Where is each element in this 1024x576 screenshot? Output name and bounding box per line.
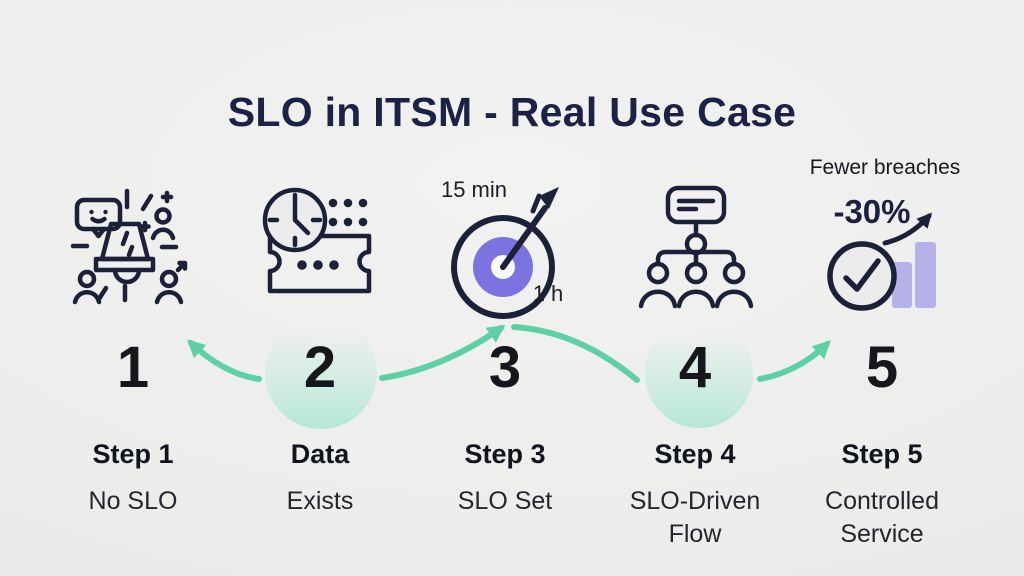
step-label: Step 5 [841,439,923,469]
step-number: 4 [678,335,712,400]
person-icon [159,269,179,289]
flow-curve-forward-arrow [757,340,831,382]
bar-chart-icon [892,262,912,308]
step-column-3: 3 Step 3 SLO Set [415,336,595,518]
flow-curve-fall [511,324,640,383]
page-title: SLO in ITSM - Real Use Case [227,89,797,135]
step-number: 3 [488,335,522,400]
org-chart-icon [638,185,754,309]
step-description: SLO-Driven Flow [629,487,761,548]
step-column-1: 1 Step 1 No SLO [43,336,223,518]
person-icon [77,269,97,289]
step-description: Exists [286,487,354,515]
trend-arrow-icon [882,212,933,246]
slo-target-upper: 15 min [440,177,508,202]
step-description: Controlled Service [825,487,939,548]
flow-curve-back-arrow [187,339,262,382]
clock-ticket-icon [262,187,372,294]
person-icon [722,261,746,285]
slo-target-lower: 1 h [532,281,564,306]
breaches-caption: Fewer breaches [809,156,961,179]
check-trend-icon [827,212,936,311]
dart-shaft [500,205,548,270]
step-description: No SLO [88,487,178,515]
highlight-blob-step4 [645,320,753,428]
target-arrow-icon [451,187,559,319]
step-label: Step 1 [92,439,174,469]
speech-bubble-icon [74,197,123,232]
step-column-4: 4 Step 4 SLO-Driven Flow [605,336,785,551]
step-label: Data [290,439,350,469]
person-icon [684,261,708,285]
alarm-people-icon [70,188,188,305]
person-icon [154,207,172,225]
check-circle-icon [827,241,897,311]
card-icon [665,185,727,225]
step-number: 1 [116,335,150,400]
highlight-blob-step2 [265,317,377,429]
step-column-5: 5 Step 5 Controlled Service [792,336,972,551]
step-label: Step 3 [464,439,546,469]
ticket-icon [267,233,372,294]
step-label: Step 4 [654,439,736,469]
breach-reduction-metric: -30% [833,193,911,230]
bar-chart-icon [915,242,936,308]
step-number: 5 [865,335,899,400]
flow-curve-rise [379,324,506,381]
step-column-2: 2 Data Exists [230,336,410,518]
step-description: SLO Set [457,487,553,515]
step-number: 2 [303,335,337,400]
dart-fletching [539,187,559,209]
person-icon [646,261,670,285]
